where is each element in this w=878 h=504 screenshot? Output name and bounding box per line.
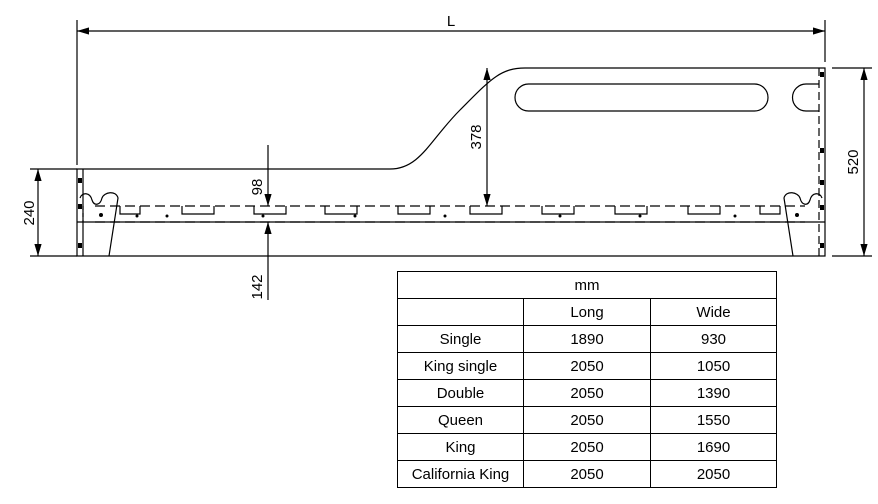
long-cell: 1890	[523, 325, 651, 353]
long-cell: 2050	[523, 379, 651, 407]
size-cell: California King	[397, 460, 524, 488]
column-header	[397, 298, 524, 326]
long-cell: 2050	[523, 352, 651, 380]
long-cell: 2050	[523, 460, 651, 488]
length-label: L	[447, 13, 455, 30]
column-header: Long	[523, 298, 651, 326]
rail-bottom-label: 142	[249, 274, 266, 299]
frame-height-label: 240	[21, 200, 38, 225]
size-cell: Queen	[397, 406, 524, 434]
wide-cell: 1690	[650, 433, 777, 461]
wide-cell: 930	[650, 325, 777, 353]
left-leg	[79, 192, 119, 257]
wide-cell: 2050	[650, 460, 777, 488]
frame-outline	[76, 67, 826, 257]
size-cell: King	[397, 433, 524, 461]
headboard-rise-label: 378	[468, 124, 485, 149]
rail-top-label: 98	[249, 179, 266, 196]
long-cell: 2050	[523, 406, 651, 434]
handle-slot	[514, 83, 769, 112]
size-cell: King single	[397, 352, 524, 380]
headboard-height-label: 520	[845, 149, 862, 174]
unit-header: mm	[397, 271, 777, 299]
wide-cell: 1550	[650, 406, 777, 434]
rail-brackets	[119, 206, 781, 215]
long-cell: 2050	[523, 433, 651, 461]
size-cell: Single	[397, 325, 524, 353]
column-header: Wide	[650, 298, 777, 326]
right-leg	[783, 192, 823, 257]
wide-cell: 1050	[650, 352, 777, 380]
size-cell: Double	[397, 379, 524, 407]
wide-cell: 1390	[650, 379, 777, 407]
handle-slot-half	[791, 83, 819, 112]
